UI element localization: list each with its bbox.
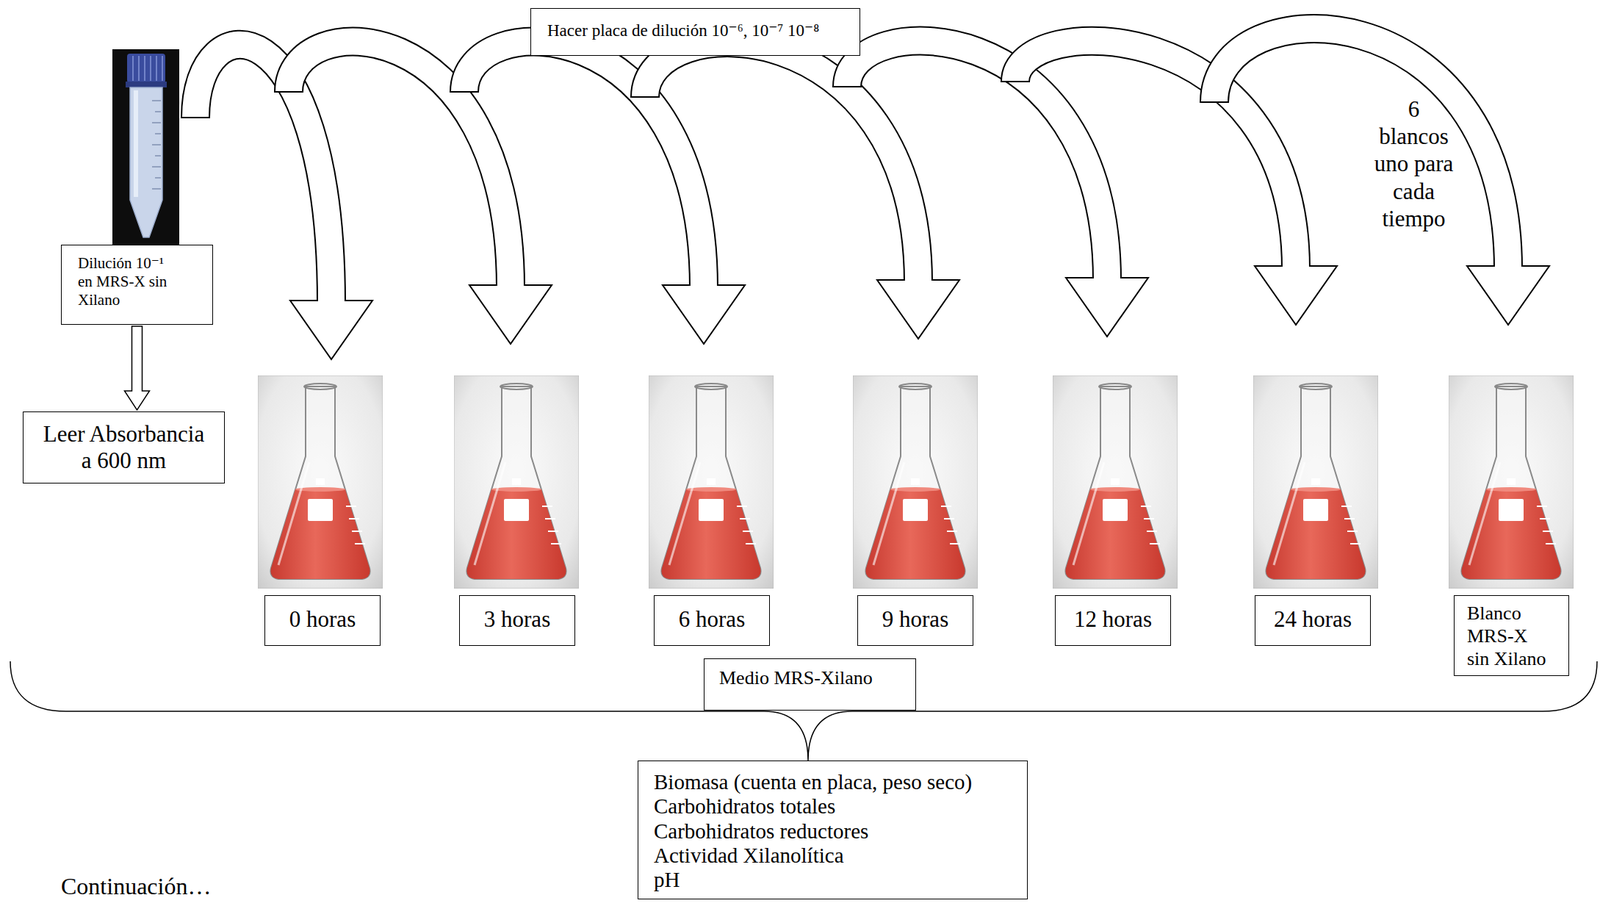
time-label-box: 9 horas [857, 595, 974, 646]
box-text: Leer Absorbancia a 600 nm [38, 420, 210, 474]
cap-ridges [132, 55, 163, 81]
box-text: Blanco MRS-X sin Xilano [1467, 601, 1551, 671]
box-text: 9 horas [865, 606, 966, 633]
box-text: Medio MRS-Xilano [719, 666, 903, 690]
medium-box: Medio MRS-Xilano [703, 658, 917, 711]
box-text: 24 horas [1262, 606, 1363, 633]
photo-ground [112, 49, 180, 245]
tube-body [130, 87, 163, 238]
box-text: 3 horas [467, 606, 568, 633]
box-text: Hacer placa de dilución 10⁻⁶, 10⁻⁷ 10⁻⁸ [547, 20, 845, 42]
time-label-box: 6 horas [653, 595, 770, 646]
transfer-arrow [832, 41, 1149, 337]
absorbance-box: Leer Absorbancia a 600 nm [22, 411, 225, 484]
flask-photo [453, 375, 579, 589]
box-text: 0 horas [272, 606, 373, 633]
box-text: Biomasa (cuenta en placa, peso seco) [653, 769, 1017, 795]
blank-note: 6 blancos uno para cada tiempo [1372, 95, 1456, 233]
analysis-list-box: Biomasa (cuenta en placa, peso seco)Carb… [637, 760, 1028, 900]
tube-cap [127, 53, 166, 84]
flask-photo [1253, 375, 1379, 589]
flask-photo [257, 375, 383, 589]
hollow-arrow [124, 326, 150, 410]
box-text: Carbohidratos totales [653, 794, 1017, 819]
transfer-arrow [1000, 41, 1338, 325]
continuation-note: Continuación… [60, 872, 211, 900]
transfer-arrow [274, 41, 552, 344]
flask-photo [852, 375, 978, 589]
cap-rim [125, 81, 167, 88]
time-label-box: 24 horas [1254, 595, 1371, 646]
time-label-box: 0 horas [264, 595, 381, 646]
time-label-box: 12 horas [1054, 595, 1171, 646]
tube-highlight [133, 90, 139, 197]
dilution-box: Dilución 10⁻¹ en MRS-X sin Xilano [60, 244, 214, 325]
flask-photo [1052, 375, 1178, 589]
box-text: Actividad Xilanolítica [653, 843, 1017, 868]
transfer-arrow [630, 42, 960, 339]
curly-brace [10, 661, 1598, 761]
time-label-box: 3 horas [459, 595, 576, 646]
blank-label-box: Blanco MRS-X sin Xilano [1453, 595, 1570, 676]
box-text: Carbohidratos reductores [653, 819, 1017, 844]
centrifuge-tube [112, 49, 180, 245]
flask-photo [648, 375, 774, 589]
transfer-arrow [1199, 28, 1550, 325]
box-text: pH [653, 867, 1017, 892]
box-text: Dilución 10⁻¹ en MRS-X sin Xilano [77, 254, 175, 311]
box-text: 12 horas [1062, 606, 1163, 633]
flask-photo [1448, 375, 1574, 589]
box-text: 6 horas [661, 606, 762, 633]
tube-graduations [152, 100, 161, 189]
plating-note-box: Hacer placa de dilución 10⁻⁶, 10⁻⁷ 10⁻⁸ [530, 8, 861, 56]
transfer-arrow [449, 41, 745, 344]
